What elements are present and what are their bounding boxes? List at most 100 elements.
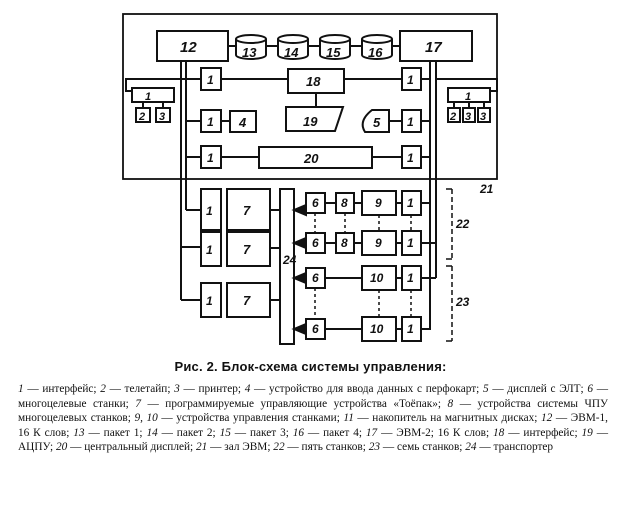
line-printer-19 [285,106,345,132]
legend-number: 20 [56,441,68,454]
label-6: 6 [312,196,319,210]
legend-number: 6 [587,383,594,395]
legend-text: — ЭВМ-2; 16 К слов; [377,426,494,439]
link [125,78,186,92]
label-17: 17 [425,39,442,56]
label-4: 4 [238,115,247,130]
legend-text: — зал ЭВМ; [207,441,274,454]
legend-number: 7 [135,397,141,410]
label-1: 1 [206,243,213,257]
label-6: 6 [312,236,319,250]
legend-text: — пять станков; [284,441,369,454]
label-19: 19 [303,114,318,129]
legend-text: — накопитель на магнитных дисках; [353,412,542,425]
label-9: 9 [375,196,382,210]
label-3: 3 [159,111,165,123]
label-16: 16 [368,45,383,60]
legend-text: — многоцелевые станки; [18,383,608,410]
label-7: 7 [243,242,251,257]
block-diagram: 12 13 14 15 16 17 1 1 2 3 18 19 [122,13,498,345]
arrow [291,236,307,250]
label-1: 1 [465,91,471,103]
link [436,78,498,92]
legend-number: 1 [18,383,24,395]
label-1: 1 [407,196,414,210]
legend-number: 12 [541,412,553,425]
legend-text: — ЭВМ-1, 16 К слов; [18,412,609,439]
label-1: 1 [145,91,151,103]
legend-number: 18 [493,426,505,439]
label-7: 7 [243,293,251,308]
legend-text: — устройства управления станками; [157,412,344,425]
label-24: 24 [282,253,297,267]
legend-text: — программируемые управляющие устройства… [140,397,448,410]
label-2: 2 [138,111,145,123]
legend-text: — интерфейс; [504,426,582,439]
legend-number: 17 [365,426,378,439]
label-10: 10 [370,322,384,336]
legend-text: — семь станков; [380,441,466,454]
legend-number: 2 [100,383,106,395]
interface-block-controller-2 [200,231,222,267]
label-8: 8 [341,196,348,210]
disk-pack-14: 14 [277,34,309,60]
legend-text: — интерфейс; [23,383,101,395]
label-15: 15 [326,45,341,60]
label-5: 5 [373,115,381,130]
legend-text: — телетайп; [105,383,175,395]
label-2: 2 [449,111,456,123]
legend-number: 11 [343,412,354,425]
label-13: 13 [242,45,257,60]
label-1: 1 [207,73,214,87]
label-1: 1 [206,294,213,308]
legend-text: — устройство для ввода данных с перфокар… [250,383,483,395]
figure-legend: 1 — интерфейс; 2 — телетайп; 3 — принтер… [18,382,608,455]
label-12: 12 [180,39,197,56]
label-1: 1 [206,204,213,218]
interface-block-far-left [131,87,175,103]
arrow [291,271,307,285]
interface-block-controller-3 [200,282,222,318]
legend-number: 24 [465,441,477,454]
legend-number: 4 [244,383,251,395]
figure-title: Рис. 2. Блок-схема системы управления: [174,359,447,374]
label-23: 23 [455,295,470,309]
arrow [291,322,307,336]
legend-text: — центральный дисплей; [67,441,197,454]
legend-number: 21 [196,441,208,454]
label-18: 18 [306,74,321,89]
legend-text: — пакет 1; [84,426,147,439]
legend-text: — транспортер [476,441,554,454]
legend-number: 22 [273,441,285,454]
label-6: 6 [312,271,319,285]
legend-number: 5 [482,383,489,395]
legend-number: 8 [447,397,454,410]
legend-text: — принтер; [179,383,245,395]
transporter-24 [279,188,295,345]
label-22: 22 [455,217,470,231]
crt-display-5 [361,109,390,133]
label-3: 3 [465,111,471,123]
label-1: 1 [407,236,414,250]
legend-number: 3 [174,383,180,395]
label-1: 1 [407,322,414,336]
label-1: 1 [207,151,214,165]
legend-text: — пакет 3; [230,426,293,439]
arrow [291,203,307,217]
legend-number: 16 [292,426,305,439]
legend-number: 14 [146,426,158,439]
legend-text: — пакет 2; [157,426,220,439]
legend-number: 9, 10 [134,412,158,425]
legend-text: — дисплей с ЭЛТ; [488,383,588,395]
card-reader-4 [229,110,257,133]
disk-pack-15: 15 [319,34,351,60]
label-8: 8 [341,236,348,250]
legend-text: — пакет 4; [304,426,366,439]
computer-room-frame [122,13,498,180]
label-21: 21 [479,182,494,196]
label-1: 1 [207,115,214,129]
legend-number: 19 [581,426,593,439]
label-1: 1 [407,115,414,129]
label-6: 6 [312,322,319,336]
legend-text: — АЦПУ; [18,426,608,454]
